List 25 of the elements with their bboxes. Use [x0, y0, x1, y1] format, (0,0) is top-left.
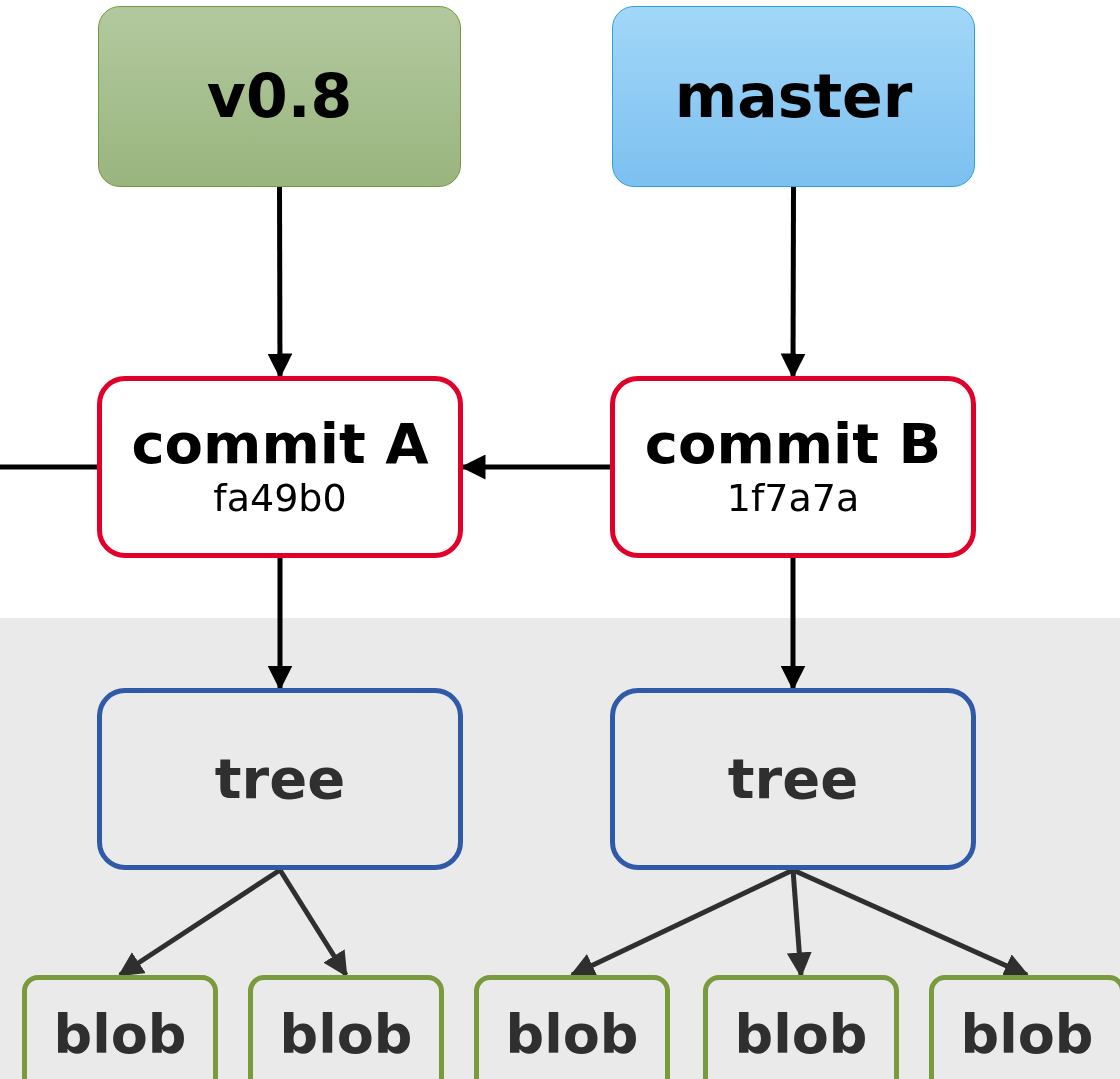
node-title: blob: [53, 1003, 187, 1067]
commit-hash: 1f7a7a: [726, 476, 860, 522]
node-title: blob: [734, 1003, 868, 1067]
commit-hash: fa49b0: [213, 476, 347, 522]
blob-box: [929, 975, 1120, 1079]
node-title: master: [674, 62, 913, 131]
blob-box: [703, 975, 899, 1079]
tree-box: [610, 688, 976, 870]
blob-box: [22, 975, 218, 1079]
blob-box: [248, 975, 444, 1079]
node-title: commit B: [644, 412, 942, 477]
connector-line: [0, 464, 97, 470]
branch-box: [612, 6, 975, 187]
blob-box: [474, 975, 670, 1079]
node-title: commit A: [131, 412, 429, 477]
node-title: blob: [960, 1003, 1094, 1067]
commit-box: [610, 376, 976, 558]
commit-box: [97, 376, 463, 558]
tree-box: [97, 688, 463, 870]
node-title: tree: [727, 746, 859, 812]
node-title: tree: [214, 746, 346, 812]
tag-box: [98, 6, 461, 187]
node-title: v0.8: [206, 62, 353, 131]
node-title: blob: [279, 1003, 413, 1067]
node-title: blob: [505, 1003, 639, 1067]
